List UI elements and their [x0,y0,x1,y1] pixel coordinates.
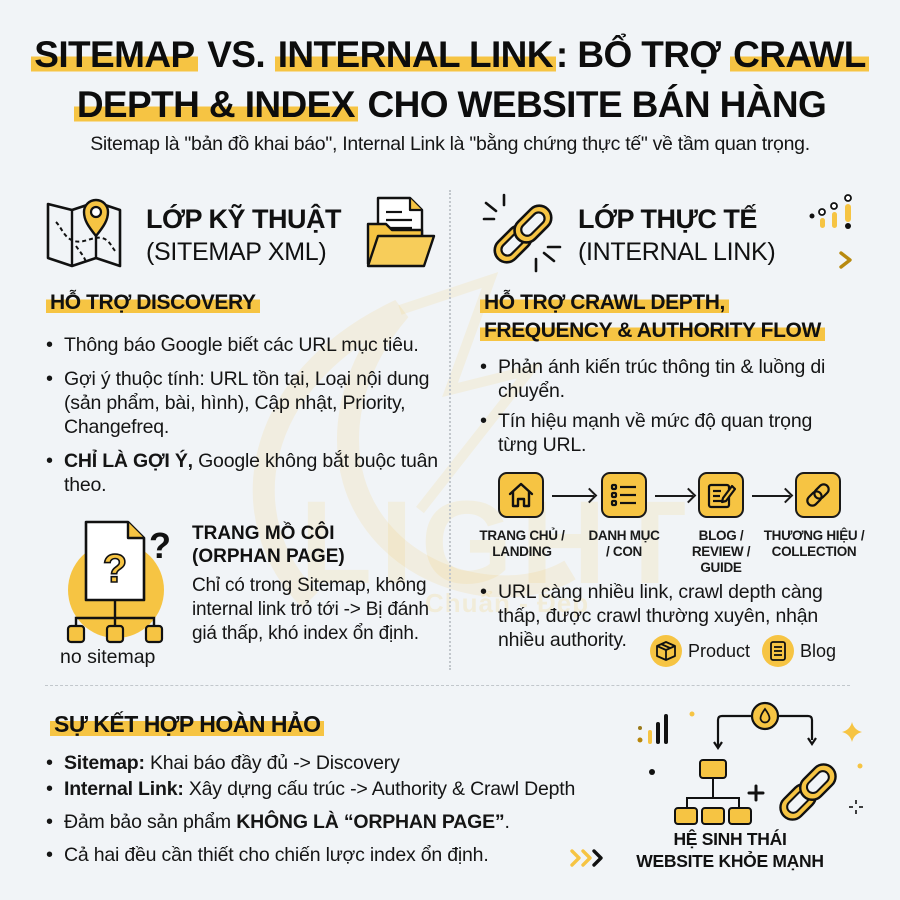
map-pin-icon [46,198,122,268]
flow-step-blog [698,472,744,518]
title-segment: INTERNAL LINK [274,34,556,75]
chip-product: Product [650,635,750,667]
signal-dots-icon [809,194,852,229]
title-segment: CHO WEBSITE BÁN HÀNG [357,84,827,125]
flow-arrow [655,495,693,497]
bottom-heading: SỰ KẾT HỢP HOÀN HẢO [50,708,325,740]
left-layer-subtitle: (SITEMAP XML) [146,238,327,266]
list-item: Đảm bảo sản phẩm KHÔNG LÀ “ORPHAN PAGE”. [42,810,632,834]
page-title: SITEMAP VS. INTERNAL LINK: BỔ TRỢ CRAWL … [0,30,900,130]
orphan-title: TRANG MỒ CÔI (ORPHAN PAGE) [192,523,345,567]
list-item: Cả hai đều cần thiết cho chiến lược inde… [42,843,632,867]
list-item: Internal Link: Xây dựng cấu trúc -> Auth… [42,777,632,801]
right-layer-subtitle: (INTERNAL LINK) [578,238,776,266]
right-section-heading: HỖ TRỢ CRAWL DEPTH, FREQUENCY & AUTHORIT… [480,289,825,345]
sitemap-tree-icon [674,759,752,825]
list-item: Phản ánh kiến trúc thông tin & luồng di … [476,355,846,403]
left-bullet-list: Thông báo Google biết các URL mục tiêu. … [42,333,447,497]
list-item: URL càng nhiều link, crawl depth càng th… [476,580,856,652]
flow-arrow [752,495,790,497]
orphan-page-icon: ? ? [66,520,171,644]
chain-link-icon [779,763,837,821]
page-subtitle: Sitemap là "bản đồ khai báo", Internal L… [90,133,810,155]
left-layer-title: LỚP KỸ THUẬT [146,204,342,234]
title-segment: SITEMAP [31,34,198,75]
flow-label-blog: BLOG /REVIEW /GUIDE [691,528,751,575]
flow-label-home: TRANG CHỦ /LANDING [479,528,565,559]
bar-signal-icon [637,711,695,744]
right-bullet-list-2: URL càng nhiều link, crawl depth càng th… [476,580,856,652]
list-item: Sitemap: Khai báo đầy đủ -> Discovery [42,751,632,775]
title-line-1: SITEMAP VS. INTERNAL LINK: BỔ TRỢ CRAWL [0,30,900,80]
flow-step-brand [795,472,841,518]
title-segment: DEPTH & INDEX [73,84,358,125]
list-item: Gợi ý thuộc tính: URL tồn tại, Loại nội … [42,367,447,439]
flow-step-home [498,472,544,518]
svg-text:?: ? [149,525,171,566]
right-layer-title: LỚP THỰC TẾ [578,204,757,234]
section-divider [45,685,850,686]
edit-document-icon [707,483,736,509]
ecosystem-illustration [637,701,863,825]
drop-icon [713,701,817,750]
plus-icon [747,784,765,802]
sparkle-icon [842,722,863,814]
chain-link-icon [482,193,562,273]
flow-label-brand: THƯƠNG HIỆU /COLLECTION [763,528,865,559]
chevron-right-icon[interactable] [838,250,854,270]
svg-text:?: ? [103,547,127,591]
title-segment: : BỔ TRỢ [555,34,731,75]
link-icon [806,483,830,507]
column-divider [449,190,451,670]
list-item: CHỈ LÀ GỢI Ý, Google không bắt buộc tuân… [42,449,447,497]
ecosystem-title: HỆ SINH THÁI WEBSITE KHỎE MẠNH [636,829,824,871]
title-line-2: DEPTH & INDEX CHO WEBSITE BÁN HÀNG [0,80,900,130]
flow-label-category: DANH MỤC/ CON [588,528,660,559]
list-icon [610,483,636,507]
flow-arrow [552,495,594,497]
home-icon [508,482,534,508]
title-segment: CRAWL [730,34,869,75]
right-bullet-list: Phản ánh kiến trúc thông tin & luồng di … [476,355,846,457]
orphan-description: Chỉ có trong Sitemap, không internal lin… [192,575,429,644]
bottom-bullet-list: Sitemap: Khai báo đầy đủ -> Discovery In… [42,751,632,867]
flow-step-category [601,472,647,518]
orphan-icon-label: no sitemap [60,646,156,668]
left-section-heading: HỖ TRỢ DISCOVERY [46,289,260,317]
list-item: Thông báo Google biết các URL mục tiêu. [42,333,447,357]
chip-blog: Blog [762,635,836,667]
triple-chevron-icon [570,849,603,867]
list-item: Tín hiệu mạnh về mức độ quan trọng từng … [476,409,846,457]
folder-document-icon [366,196,436,268]
box-icon [650,635,682,667]
title-segment: VS. [197,34,275,75]
document-icon [762,635,794,667]
